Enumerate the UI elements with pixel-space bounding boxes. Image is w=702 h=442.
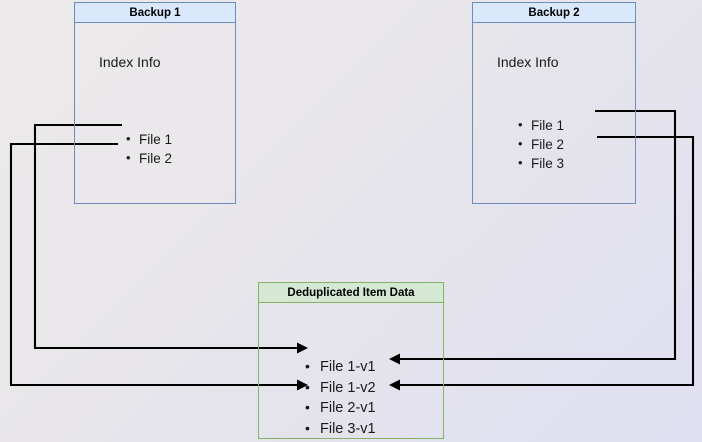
- node-backup1[interactable]: Backup 1 Index Info File 1 File 2: [74, 2, 236, 204]
- list-item: File 3-v1: [305, 418, 376, 440]
- node-dedup-body: File 1-v1 File 1-v2 File 2-v1 File 3-v1: [258, 303, 444, 439]
- node-backup2[interactable]: Backup 2 Index Info File 1 File 2 File 3: [472, 2, 636, 204]
- list-item: File 1: [518, 115, 564, 135]
- list-item: File 1-v1: [305, 356, 376, 378]
- backup1-index-info-label: Index Info: [99, 54, 161, 70]
- backup1-file-list: File 1 File 2: [126, 129, 172, 168]
- dedup-file-list: File 1-v1 File 1-v2 File 2-v1 File 3-v1: [305, 356, 376, 440]
- node-dedup-title: Deduplicated Item Data: [258, 282, 444, 303]
- node-deduplicated-item-data[interactable]: Deduplicated Item Data File 1-v1 File 1-…: [258, 282, 444, 439]
- backup2-index-info-label: Index Info: [497, 54, 559, 70]
- list-item: File 1-v2: [305, 377, 376, 399]
- list-item: File 2-v1: [305, 397, 376, 419]
- backup2-file-list: File 1 File 2 File 3: [518, 115, 564, 173]
- node-backup2-title: Backup 2: [472, 2, 636, 23]
- node-backup2-body: Index Info File 1 File 2 File 3: [472, 23, 636, 204]
- list-item: File 3: [518, 153, 564, 173]
- node-backup1-body: Index Info File 1 File 2: [74, 23, 236, 204]
- list-item: File 2: [518, 134, 564, 154]
- list-item: File 1: [126, 129, 172, 149]
- list-item: File 2: [126, 148, 172, 168]
- node-backup1-title: Backup 1: [74, 2, 236, 23]
